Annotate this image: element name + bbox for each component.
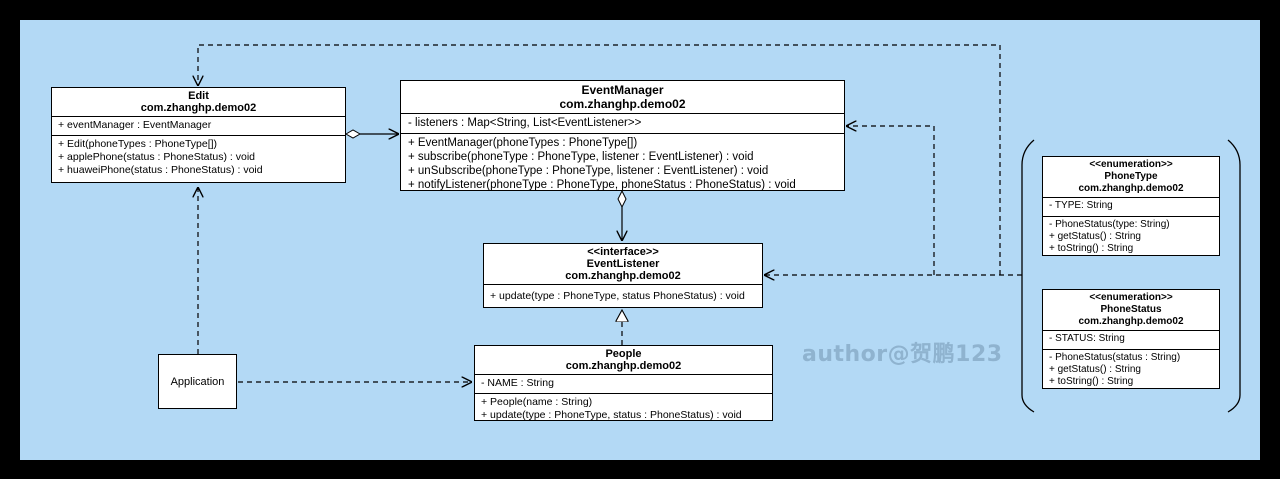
class-package: com.zhanghp.demo02 bbox=[1078, 183, 1184, 194]
application-box[interactable]: Application bbox=[158, 354, 237, 409]
method: + People(name : String) bbox=[481, 396, 593, 408]
interface-eventlistener[interactable]: <<interface>> EventListener com.zhanghp.… bbox=[483, 243, 763, 308]
method: + getStatus() : String bbox=[1049, 363, 1141, 375]
method: - PhoneStatus(type: String) bbox=[1049, 218, 1170, 230]
attributes-section: - NAME : String bbox=[475, 375, 772, 393]
class-edit[interactable]: Edit com.zhanghp.demo02 + eventManager :… bbox=[51, 87, 346, 183]
attributes-section: + eventManager : EventManager bbox=[52, 117, 345, 135]
class-name: EventManager bbox=[581, 83, 664, 97]
enum-phonestatus[interactable]: <<enumeration>> PhoneStatus com.zhanghp.… bbox=[1042, 289, 1220, 389]
class-header: <<interface>> EventListener com.zhanghp.… bbox=[484, 244, 762, 285]
class-people[interactable]: People com.zhanghp.demo02 - NAME : Strin… bbox=[474, 345, 773, 421]
class-name: People bbox=[605, 348, 642, 360]
methods-section: - PhoneStatus(status : String) + getStat… bbox=[1043, 348, 1219, 391]
methods-section: + People(name : String) + update(type : … bbox=[475, 393, 772, 425]
method: + notifyListener(phoneType : PhoneType, … bbox=[408, 179, 796, 191]
attribute: - STATUS: String bbox=[1049, 333, 1125, 344]
class-header: <<enumeration>> PhoneStatus com.zhanghp.… bbox=[1043, 290, 1219, 331]
class-package: com.zhanghp.demo02 bbox=[1078, 316, 1184, 327]
stereotype: <<enumeration>> bbox=[1089, 292, 1173, 303]
class-header: People com.zhanghp.demo02 bbox=[475, 346, 772, 375]
methods-section: + Edit(phoneTypes : PhoneType[]) + apple… bbox=[52, 135, 345, 180]
attribute: - NAME : String bbox=[481, 377, 554, 389]
methods-section: - PhoneStatus(type: String) + getStatus(… bbox=[1043, 215, 1219, 258]
class-header: <<enumeration>> PhoneType com.zhanghp.de… bbox=[1043, 157, 1219, 198]
class-package: com.zhanghp.demo02 bbox=[559, 97, 686, 111]
stereotype: <<interface>> bbox=[587, 246, 659, 258]
methods-section: + EventManager(phoneTypes : PhoneType[])… bbox=[401, 133, 844, 195]
attribute: + eventManager : EventManager bbox=[58, 119, 212, 131]
class-package: com.zhanghp.demo02 bbox=[565, 270, 681, 282]
method: + unSubscribe(phoneType : PhoneType, lis… bbox=[408, 165, 769, 177]
application-label: Application bbox=[170, 375, 225, 388]
method: + Edit(phoneTypes : PhoneType[]) bbox=[58, 138, 218, 150]
method: + update(type : PhoneType, status PhoneS… bbox=[490, 290, 745, 302]
class-name: EventListener bbox=[586, 258, 660, 270]
method: - PhoneStatus(status : String) bbox=[1049, 351, 1181, 363]
attribute: - listeners : Map<String, List<EventList… bbox=[408, 117, 642, 129]
attributes-section: - listeners : Map<String, List<EventList… bbox=[401, 114, 844, 133]
author-watermark: author@贺鹏123 bbox=[802, 342, 1003, 367]
attributes-section: - STATUS: String bbox=[1043, 331, 1219, 349]
methods-section: + update(type : PhoneType, status PhoneS… bbox=[484, 285, 762, 306]
class-name: Edit bbox=[188, 90, 209, 102]
method: + toString() : String bbox=[1049, 375, 1134, 387]
method: + getStatus() : String bbox=[1049, 230, 1141, 242]
stereotype: <<enumeration>> bbox=[1089, 159, 1173, 170]
method: + update(type : PhoneType, status : Phon… bbox=[481, 409, 742, 421]
class-header: EventManager com.zhanghp.demo02 bbox=[401, 81, 844, 114]
class-header: Edit com.zhanghp.demo02 bbox=[52, 88, 345, 117]
class-eventmanager[interactable]: EventManager com.zhanghp.demo02 - listen… bbox=[400, 80, 845, 191]
method: + EventManager(phoneTypes : PhoneType[]) bbox=[408, 137, 638, 149]
attribute: - TYPE: String bbox=[1049, 200, 1113, 211]
method: + applePhone(status : PhoneStatus) : voi… bbox=[58, 151, 256, 163]
class-name: PhoneStatus bbox=[1100, 304, 1162, 315]
class-package: com.zhanghp.demo02 bbox=[565, 360, 682, 372]
enum-phonetype[interactable]: <<enumeration>> PhoneType com.zhanghp.de… bbox=[1042, 156, 1220, 256]
method: + toString() : String bbox=[1049, 242, 1134, 254]
class-package: com.zhanghp.demo02 bbox=[140, 102, 257, 114]
class-name: PhoneType bbox=[1104, 171, 1158, 182]
method: + huaweiPhone(status : PhoneStatus) : vo… bbox=[58, 164, 263, 176]
attributes-section: - TYPE: String bbox=[1043, 198, 1219, 216]
method: + subscribe(phoneType : PhoneType, liste… bbox=[408, 151, 754, 163]
